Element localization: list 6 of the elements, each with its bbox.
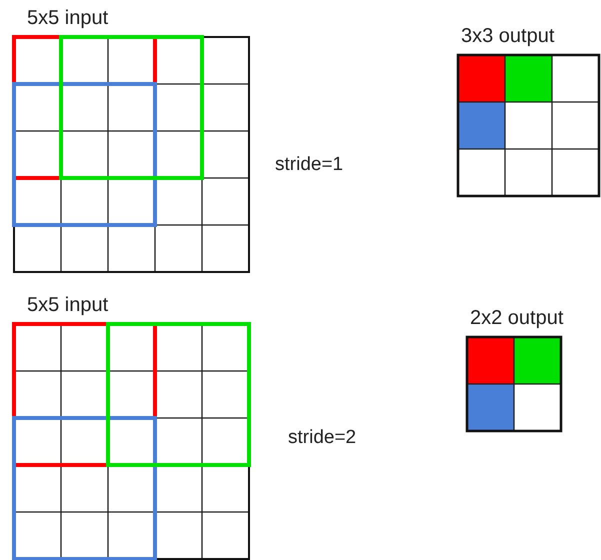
grid-title: 5x5 input bbox=[27, 294, 108, 316]
grid-title: 2x2 output bbox=[470, 307, 564, 329]
grid-title: 5x5 input bbox=[27, 7, 108, 29]
stride-label: stride=1 bbox=[275, 154, 344, 176]
stride-label: stride=2 bbox=[288, 427, 356, 449]
grid-title: 3x3 output bbox=[461, 25, 554, 47]
